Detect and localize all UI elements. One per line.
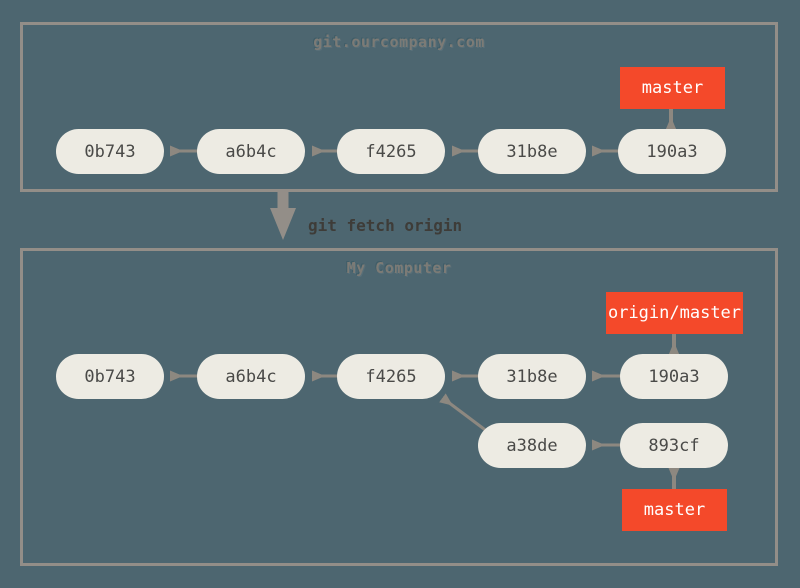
branch-label-text: origin/master <box>607 303 742 323</box>
commit-node-a38de-local[interactable]: a38de <box>478 423 586 468</box>
commit-label: 31b8e <box>506 141 558 162</box>
branch-label-master-local[interactable]: master <box>622 489 727 531</box>
commit-node-190a3-server[interactable]: 190a3 <box>618 129 726 174</box>
commit-node-893cf-local[interactable]: 893cf <box>620 423 728 468</box>
commit-node-31b8e-local[interactable]: 31b8e <box>478 354 586 399</box>
commit-label: 0b743 <box>84 366 136 387</box>
git-fetch-command-label: git fetch origin <box>308 216 463 235</box>
commit-label: a6b4c <box>225 366 277 387</box>
commit-node-f4265-server[interactable]: f4265 <box>337 129 445 174</box>
panel-local: My Computer <box>20 248 778 566</box>
commit-node-0b743-server[interactable]: 0b743 <box>56 129 164 174</box>
branch-label-text: master <box>641 78 704 98</box>
commit-label: 190a3 <box>648 366 700 387</box>
commit-node-a6b4c-local[interactable]: a6b4c <box>197 354 305 399</box>
commit-label: 190a3 <box>646 141 698 162</box>
commit-node-31b8e-server[interactable]: 31b8e <box>478 129 586 174</box>
branch-label-origin-master[interactable]: origin/master <box>606 292 743 334</box>
commit-label: a6b4c <box>225 141 277 162</box>
panel-server: git.ourcompany.com <box>20 22 778 192</box>
commit-label: f4265 <box>365 366 417 387</box>
commit-node-190a3-local[interactable]: 190a3 <box>620 354 728 399</box>
commit-label: a38de <box>506 435 558 456</box>
commit-node-f4265-local[interactable]: f4265 <box>337 354 445 399</box>
commit-label: 31b8e <box>506 366 558 387</box>
branch-label-master-server[interactable]: master <box>620 67 725 109</box>
panel-server-title: git.ourcompany.com <box>313 33 485 51</box>
commit-label: 0b743 <box>84 141 136 162</box>
commit-node-0b743-local[interactable]: 0b743 <box>56 354 164 399</box>
panel-local-title: My Computer <box>346 259 452 277</box>
commit-label: f4265 <box>365 141 417 162</box>
commit-node-a6b4c-server[interactable]: a6b4c <box>197 129 305 174</box>
git-fetch-arrow <box>270 192 296 240</box>
commit-label: 893cf <box>648 435 700 456</box>
branch-label-text: master <box>643 500 706 520</box>
